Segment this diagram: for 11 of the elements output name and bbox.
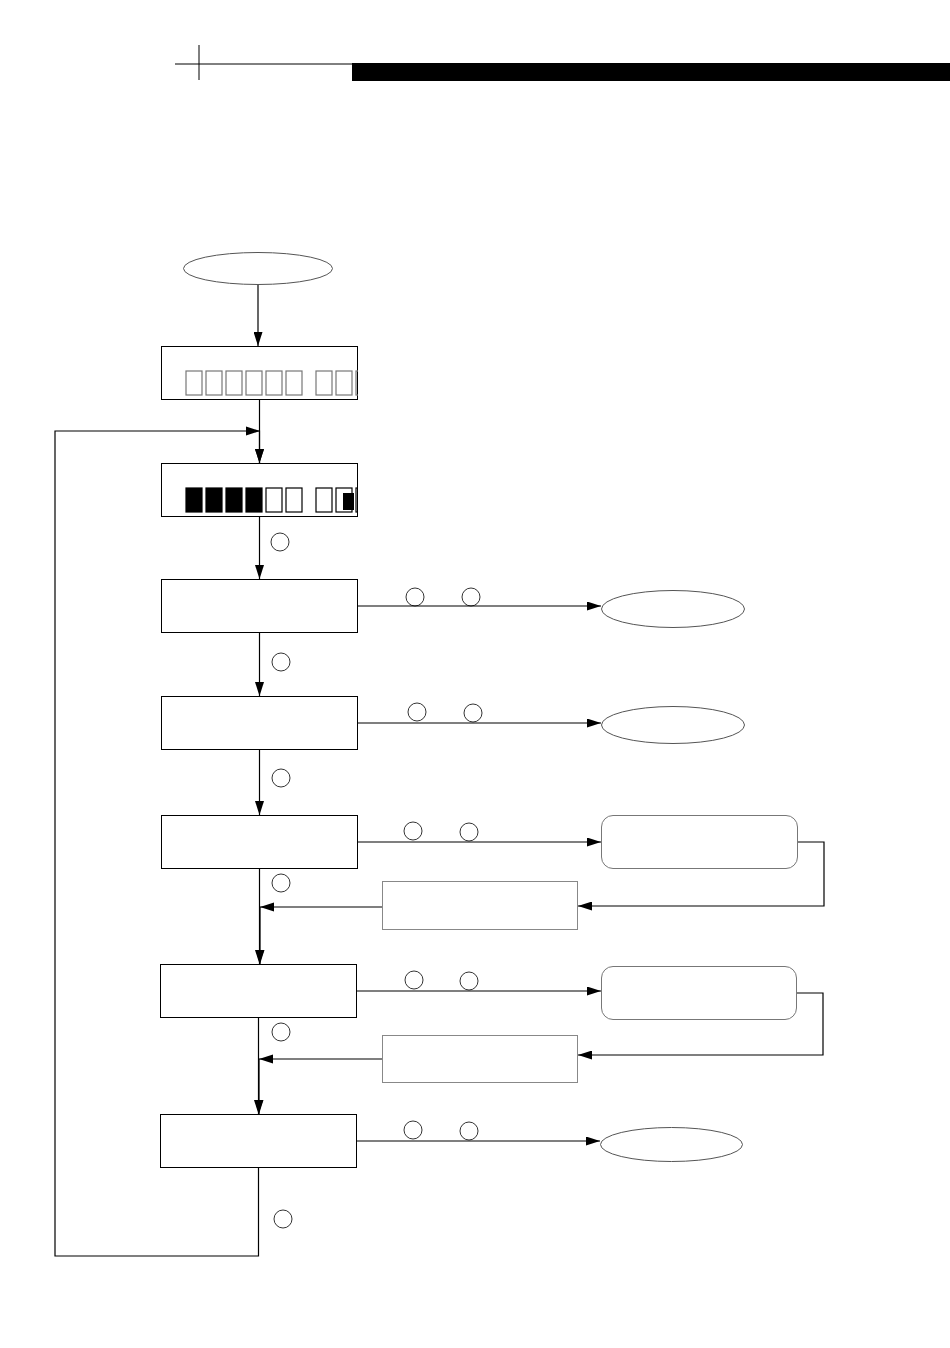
rounded-process-box [601, 966, 797, 1020]
process-box [382, 1035, 578, 1083]
process-box [160, 1114, 357, 1168]
process-box [161, 815, 358, 869]
display-box [161, 346, 358, 400]
process-box [160, 964, 357, 1018]
process-box [382, 881, 578, 930]
rounded-process-box [601, 815, 798, 869]
process-box [161, 579, 358, 633]
process-box [161, 696, 358, 750]
display-box [161, 463, 358, 517]
